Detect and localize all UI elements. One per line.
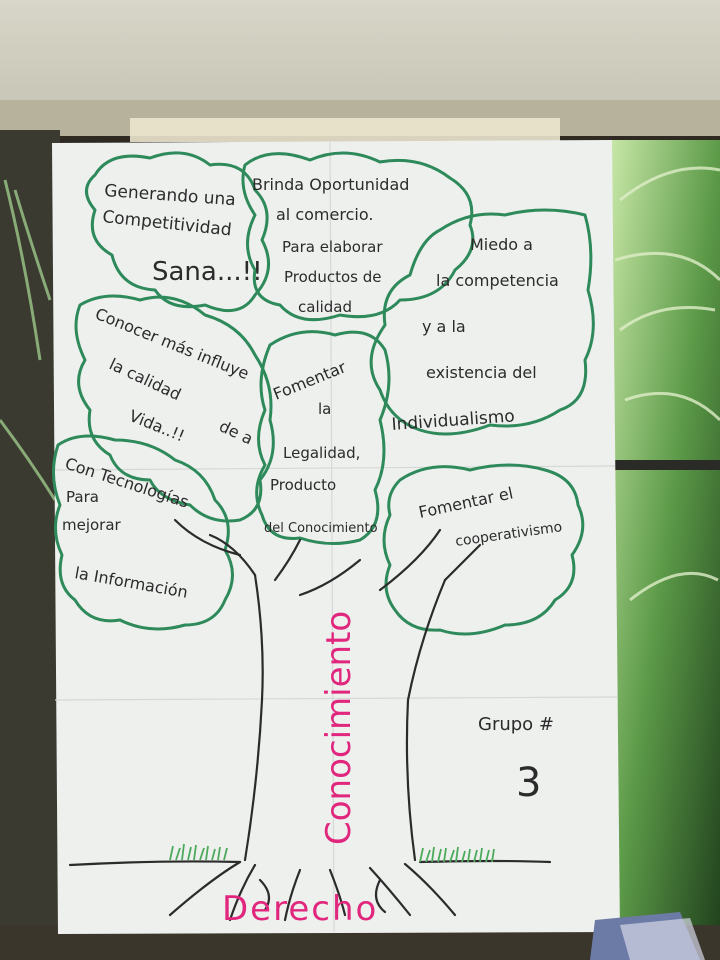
cloud-line: Sana...!! bbox=[152, 257, 263, 287]
trunk-left bbox=[243, 573, 264, 862]
cloud-line: Brinda Oportunidad bbox=[252, 175, 409, 194]
cloud-line: mejorar bbox=[62, 516, 122, 534]
cloud-generando bbox=[85, 151, 271, 313]
wall-left bbox=[0, 130, 60, 960]
cloud-line: Para elaborar bbox=[282, 238, 383, 256]
group-number: 3 bbox=[516, 760, 541, 806]
plant-leaves-left bbox=[0, 179, 57, 501]
cloud-cooperativismo bbox=[382, 463, 585, 636]
branch-2 bbox=[273, 538, 302, 582]
cloud-line: del Conocimiento bbox=[264, 521, 378, 536]
window-right bbox=[610, 140, 720, 960]
poster-paper bbox=[52, 140, 620, 934]
cloud-line: calidad bbox=[298, 298, 352, 316]
trunk-right bbox=[405, 578, 447, 862]
cloud-miedo bbox=[369, 208, 595, 436]
newspaper-fold bbox=[620, 918, 705, 960]
roots bbox=[168, 860, 457, 922]
branch-4 bbox=[378, 528, 442, 592]
cloud-brinda bbox=[241, 151, 475, 322]
branch-5 bbox=[443, 543, 482, 582]
cloud-line: existencia del bbox=[426, 363, 537, 382]
cloud-line: Para bbox=[66, 488, 99, 506]
plant-leaves-right bbox=[614, 166, 720, 602]
cloud-outlines bbox=[52, 151, 595, 636]
branch-3 bbox=[298, 558, 362, 597]
ceiling bbox=[0, 0, 720, 105]
cloud-conocer bbox=[74, 294, 275, 523]
cloud-text-brinda: Brinda Oportunidad al comercio. Para ela… bbox=[252, 175, 409, 316]
root-label: Derecho bbox=[222, 889, 378, 929]
cloud-line: Productos de bbox=[284, 268, 381, 286]
cloud-tecnologias bbox=[52, 434, 234, 631]
group-label: Grupo # bbox=[478, 714, 554, 735]
cloud-line: la competencia bbox=[436, 271, 559, 290]
cloud-line: Miedo a bbox=[470, 235, 533, 254]
grass-tufts bbox=[169, 843, 495, 863]
tape-top bbox=[130, 118, 560, 142]
trunk-label: Conocimiento bbox=[319, 611, 359, 845]
branch-1 bbox=[208, 533, 257, 577]
cloud-line: Legalidad, bbox=[283, 444, 360, 462]
cloud-line: Producto bbox=[270, 476, 336, 494]
cloud-line: y a la bbox=[422, 317, 466, 336]
cloud-line: al comercio. bbox=[276, 205, 373, 224]
branch-6 bbox=[173, 518, 242, 557]
cloud-line: la bbox=[318, 400, 331, 418]
window-frame bbox=[610, 460, 720, 470]
cloud-fomentar-legalidad bbox=[255, 330, 391, 545]
